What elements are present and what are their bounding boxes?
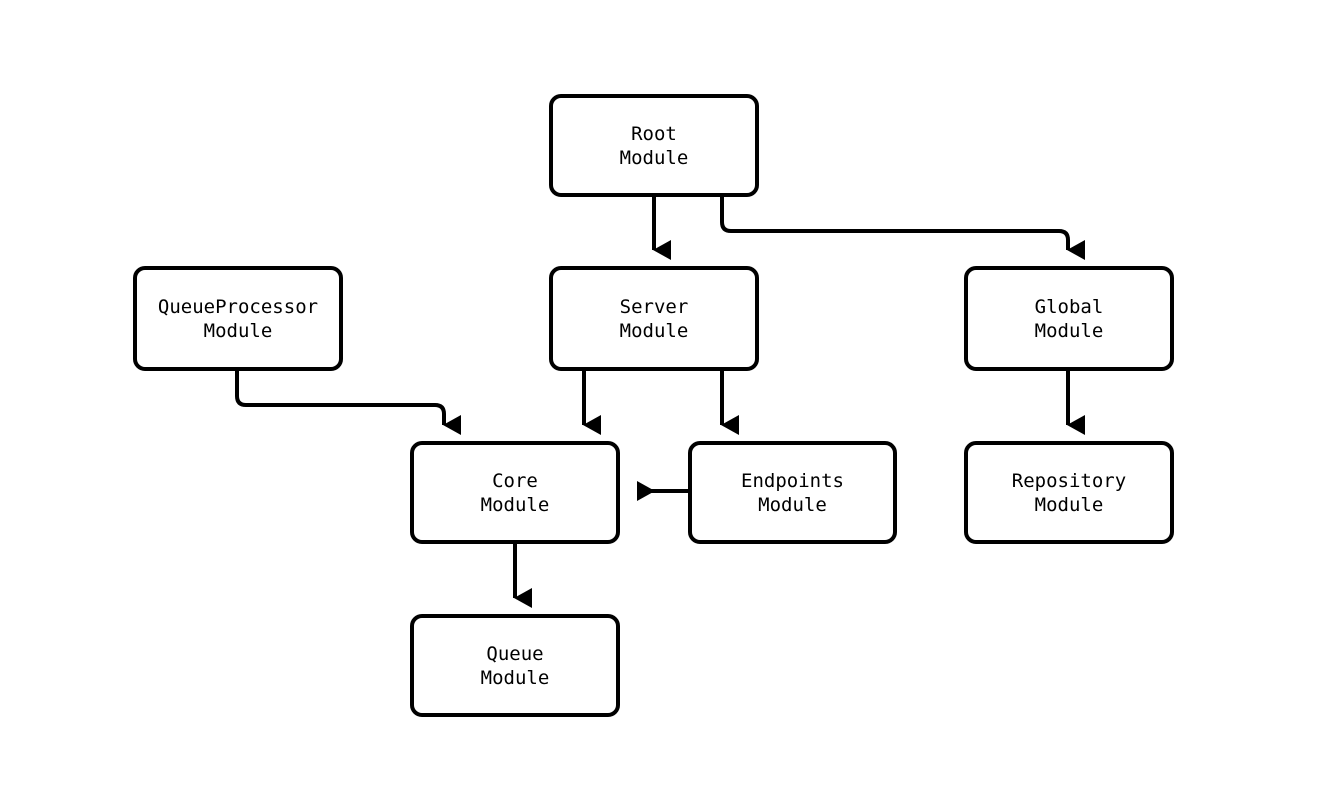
edge-root-to-global bbox=[720, 197, 1085, 260]
node-repository-module-suffix: Module bbox=[1034, 493, 1104, 516]
node-queue-module[interactable]: Queue Module bbox=[410, 614, 620, 717]
node-root-module-name: Root bbox=[631, 122, 677, 145]
node-repository-module[interactable]: Repository Module bbox=[964, 441, 1174, 544]
node-global-module-suffix: Module bbox=[1034, 319, 1104, 342]
node-queueprocessor-module[interactable]: QueueProcessor Module bbox=[133, 266, 343, 371]
node-queue-module-name: Queue bbox=[486, 642, 544, 665]
node-queueprocessor-module-name: QueueProcessor bbox=[157, 295, 319, 318]
node-global-module[interactable]: Global Module bbox=[964, 266, 1174, 371]
node-core-module-name: Core bbox=[492, 469, 538, 492]
node-core-module[interactable]: Core Module bbox=[410, 441, 620, 544]
node-endpoints-module[interactable]: Endpoints Module bbox=[688, 441, 897, 544]
node-repository-module-name: Repository bbox=[1011, 469, 1127, 492]
node-root-module-suffix: Module bbox=[619, 146, 689, 169]
node-queue-module-suffix: Module bbox=[480, 666, 550, 689]
node-endpoints-module-name: Endpoints bbox=[741, 469, 844, 492]
node-root-module[interactable]: Root Module bbox=[549, 94, 759, 197]
node-endpoints-module-suffix: Module bbox=[758, 493, 827, 516]
node-server-module-suffix: Module bbox=[619, 319, 689, 342]
node-server-module[interactable]: Server Module bbox=[549, 266, 759, 371]
node-global-module-name: Global bbox=[1034, 295, 1104, 318]
edge-queueprocessor-to-core bbox=[235, 371, 461, 435]
node-core-module-suffix: Module bbox=[480, 493, 550, 516]
node-server-module-name: Server bbox=[619, 295, 689, 318]
node-queueprocessor-module-suffix: Module bbox=[203, 319, 273, 342]
